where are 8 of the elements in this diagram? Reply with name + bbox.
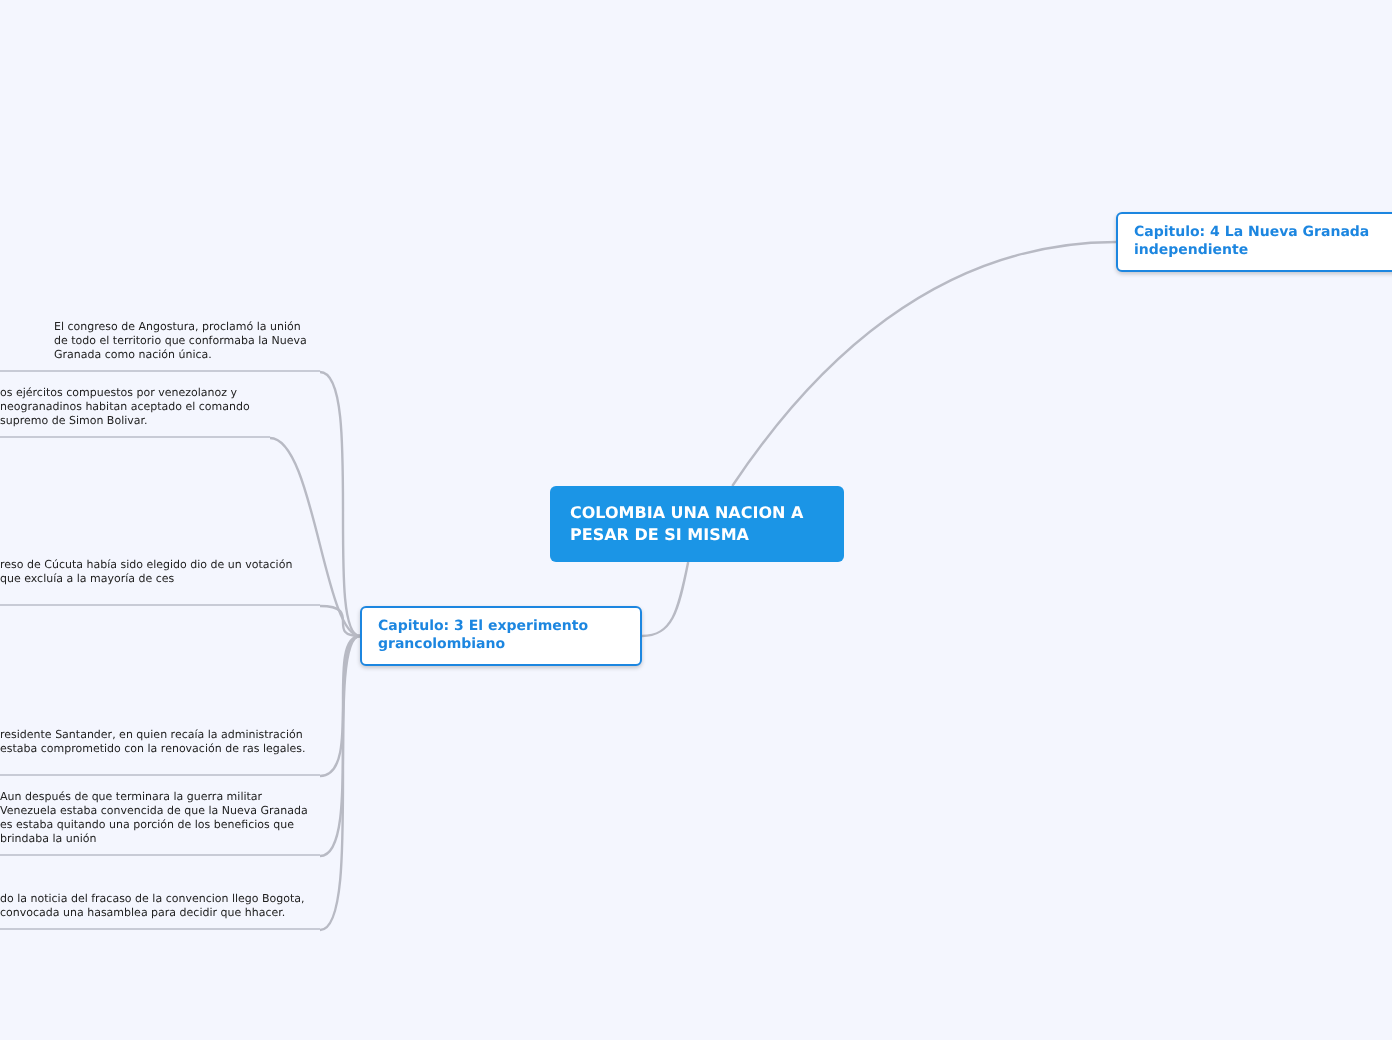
connector-line [269, 436, 361, 638]
connector-line [319, 370, 361, 637]
connector-line [319, 635, 361, 932]
central-topic-box: COLOMBIA UNA NACION A PESAR DE SI MISMA [550, 486, 844, 562]
connector-line [319, 604, 361, 638]
connector-line [641, 561, 690, 638]
connector-line [319, 634, 361, 858]
connector-line [731, 240, 1117, 487]
